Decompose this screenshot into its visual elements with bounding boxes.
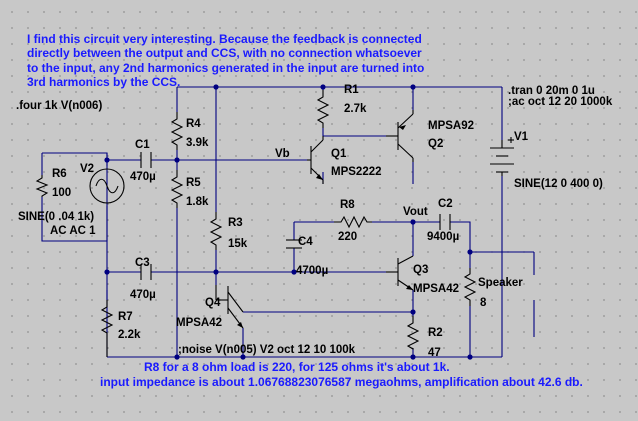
- resistor-r7[interactable]: [100, 300, 114, 357]
- voltage-source-v1[interactable]: [490, 137, 514, 176]
- junction: [104, 157, 110, 163]
- junction: [174, 157, 180, 163]
- intro-note-line: directly between the output and CCS, wit…: [27, 46, 422, 60]
- r6-value: 100: [52, 187, 71, 199]
- junction: [410, 219, 416, 225]
- c1-name: C1: [135, 139, 150, 151]
- resistor-r8[interactable]: [334, 215, 372, 229]
- intro-note-line: 3rd harmonics by the CCS.: [27, 75, 180, 89]
- c2-value: 9400µ: [427, 231, 459, 243]
- q4-value: MPSA42: [176, 317, 222, 329]
- r8-name: R8: [340, 199, 355, 211]
- q4-name: Q4: [205, 297, 221, 309]
- net-label-vb: Vb: [275, 148, 290, 160]
- junction: [320, 84, 326, 90]
- c4-name: C4: [298, 236, 313, 248]
- bottom-note-line: input impedance is about 1.0676882307658…: [100, 375, 583, 389]
- r8-value: 220: [338, 231, 357, 243]
- voltage-source-v2[interactable]: [89, 168, 125, 204]
- r2-name: R2: [428, 327, 443, 339]
- capacitor-c4[interactable]: [286, 239, 302, 249]
- junction: [213, 269, 219, 275]
- r3-value: 15k: [228, 238, 248, 250]
- capacitor-c1[interactable]: [140, 152, 152, 168]
- r7-value: 2.2k: [118, 329, 141, 341]
- net-label-vout: Vout: [403, 206, 428, 218]
- resistor-r3[interactable]: [209, 212, 223, 250]
- junction: [213, 84, 219, 90]
- q3-value: MPSA42: [413, 283, 459, 295]
- q3-name: Q3: [413, 264, 428, 276]
- q2-value: MPSA92: [428, 120, 474, 132]
- resistor-r5[interactable]: [170, 170, 184, 208]
- junction: [174, 354, 180, 360]
- transistor-q2[interactable]: [386, 110, 414, 162]
- r4-name: R4: [186, 118, 201, 130]
- wire: [42, 152, 108, 166]
- resistor-speaker[interactable]: [463, 268, 477, 306]
- q1-name: Q1: [331, 148, 347, 160]
- v2-ac: AC AC 1: [50, 225, 96, 237]
- v1-value: SINE(12 0 400 0): [514, 178, 603, 190]
- junction: [467, 354, 473, 360]
- r6-name: R6: [52, 168, 67, 180]
- intro-note-line: to the input, any 2nd harmonics generate…: [27, 61, 424, 75]
- r2-value: 47: [428, 347, 441, 359]
- r1-name: R1: [344, 84, 359, 96]
- junction: [291, 269, 297, 275]
- speaker-value: 8: [480, 297, 487, 309]
- r3-name: R3: [228, 217, 243, 229]
- q1-value: MPS2222: [331, 166, 382, 178]
- junction: [410, 309, 416, 315]
- speaker-name: Speaker: [478, 277, 523, 289]
- junction: [240, 354, 246, 360]
- bottom-note: R8 for a 8 ohm load is 220, for 125 ohms…: [100, 360, 583, 389]
- resistor-r2[interactable]: [406, 316, 420, 350]
- wire: [450, 221, 534, 253]
- v2-value: SINE(0 .04 1k): [18, 211, 94, 223]
- junctions: [104, 84, 473, 360]
- directive-noise[interactable]: ;noise V(n005) V2 oct 12 10 100k: [178, 344, 356, 356]
- directive-tran[interactable]: .tran 0 20m 0 1u: [508, 85, 595, 97]
- q2-name: Q2: [428, 138, 443, 150]
- transistor-q4[interactable]: [215, 285, 244, 329]
- c2-name: C2: [438, 198, 453, 210]
- transistor-q3[interactable]: [386, 255, 414, 291]
- directive-four[interactable]: .four 1k V(n006): [16, 100, 102, 112]
- bottom-note-line: R8 for a 8 ohm load is 220, for 125 ohms…: [144, 360, 450, 374]
- resistor-r1[interactable]: [316, 90, 330, 128]
- c3-name: C3: [135, 257, 150, 269]
- capacitor-c2[interactable]: [439, 214, 451, 230]
- junction: [104, 269, 110, 275]
- c3-value: 470µ: [130, 289, 156, 301]
- r4-value: 3.9k: [186, 137, 209, 149]
- resistor-r4[interactable]: [170, 112, 184, 150]
- junction: [467, 249, 473, 255]
- resistor-r6[interactable]: [35, 175, 49, 197]
- capacitor-c3[interactable]: [140, 264, 152, 280]
- intro-note: I find this circuit very interesting. Be…: [27, 32, 424, 89]
- directive-ac[interactable]: ;ac oct 12 20 1000k: [508, 96, 613, 108]
- c4-value: 4700µ: [296, 265, 328, 277]
- intro-note-line: I find this circuit very interesting. Be…: [27, 32, 422, 46]
- r1-value: 2.7k: [344, 103, 367, 115]
- junction: [410, 84, 416, 90]
- v2-name: V2: [80, 163, 94, 175]
- r5-value: 1.8k: [186, 196, 209, 208]
- c1-value: 470µ: [130, 171, 156, 183]
- v1-name: V1: [514, 131, 529, 143]
- junction: [410, 354, 416, 360]
- r7-name: R7: [118, 311, 133, 323]
- transistor-q1[interactable]: [307, 136, 324, 184]
- r5-name: R5: [186, 177, 201, 189]
